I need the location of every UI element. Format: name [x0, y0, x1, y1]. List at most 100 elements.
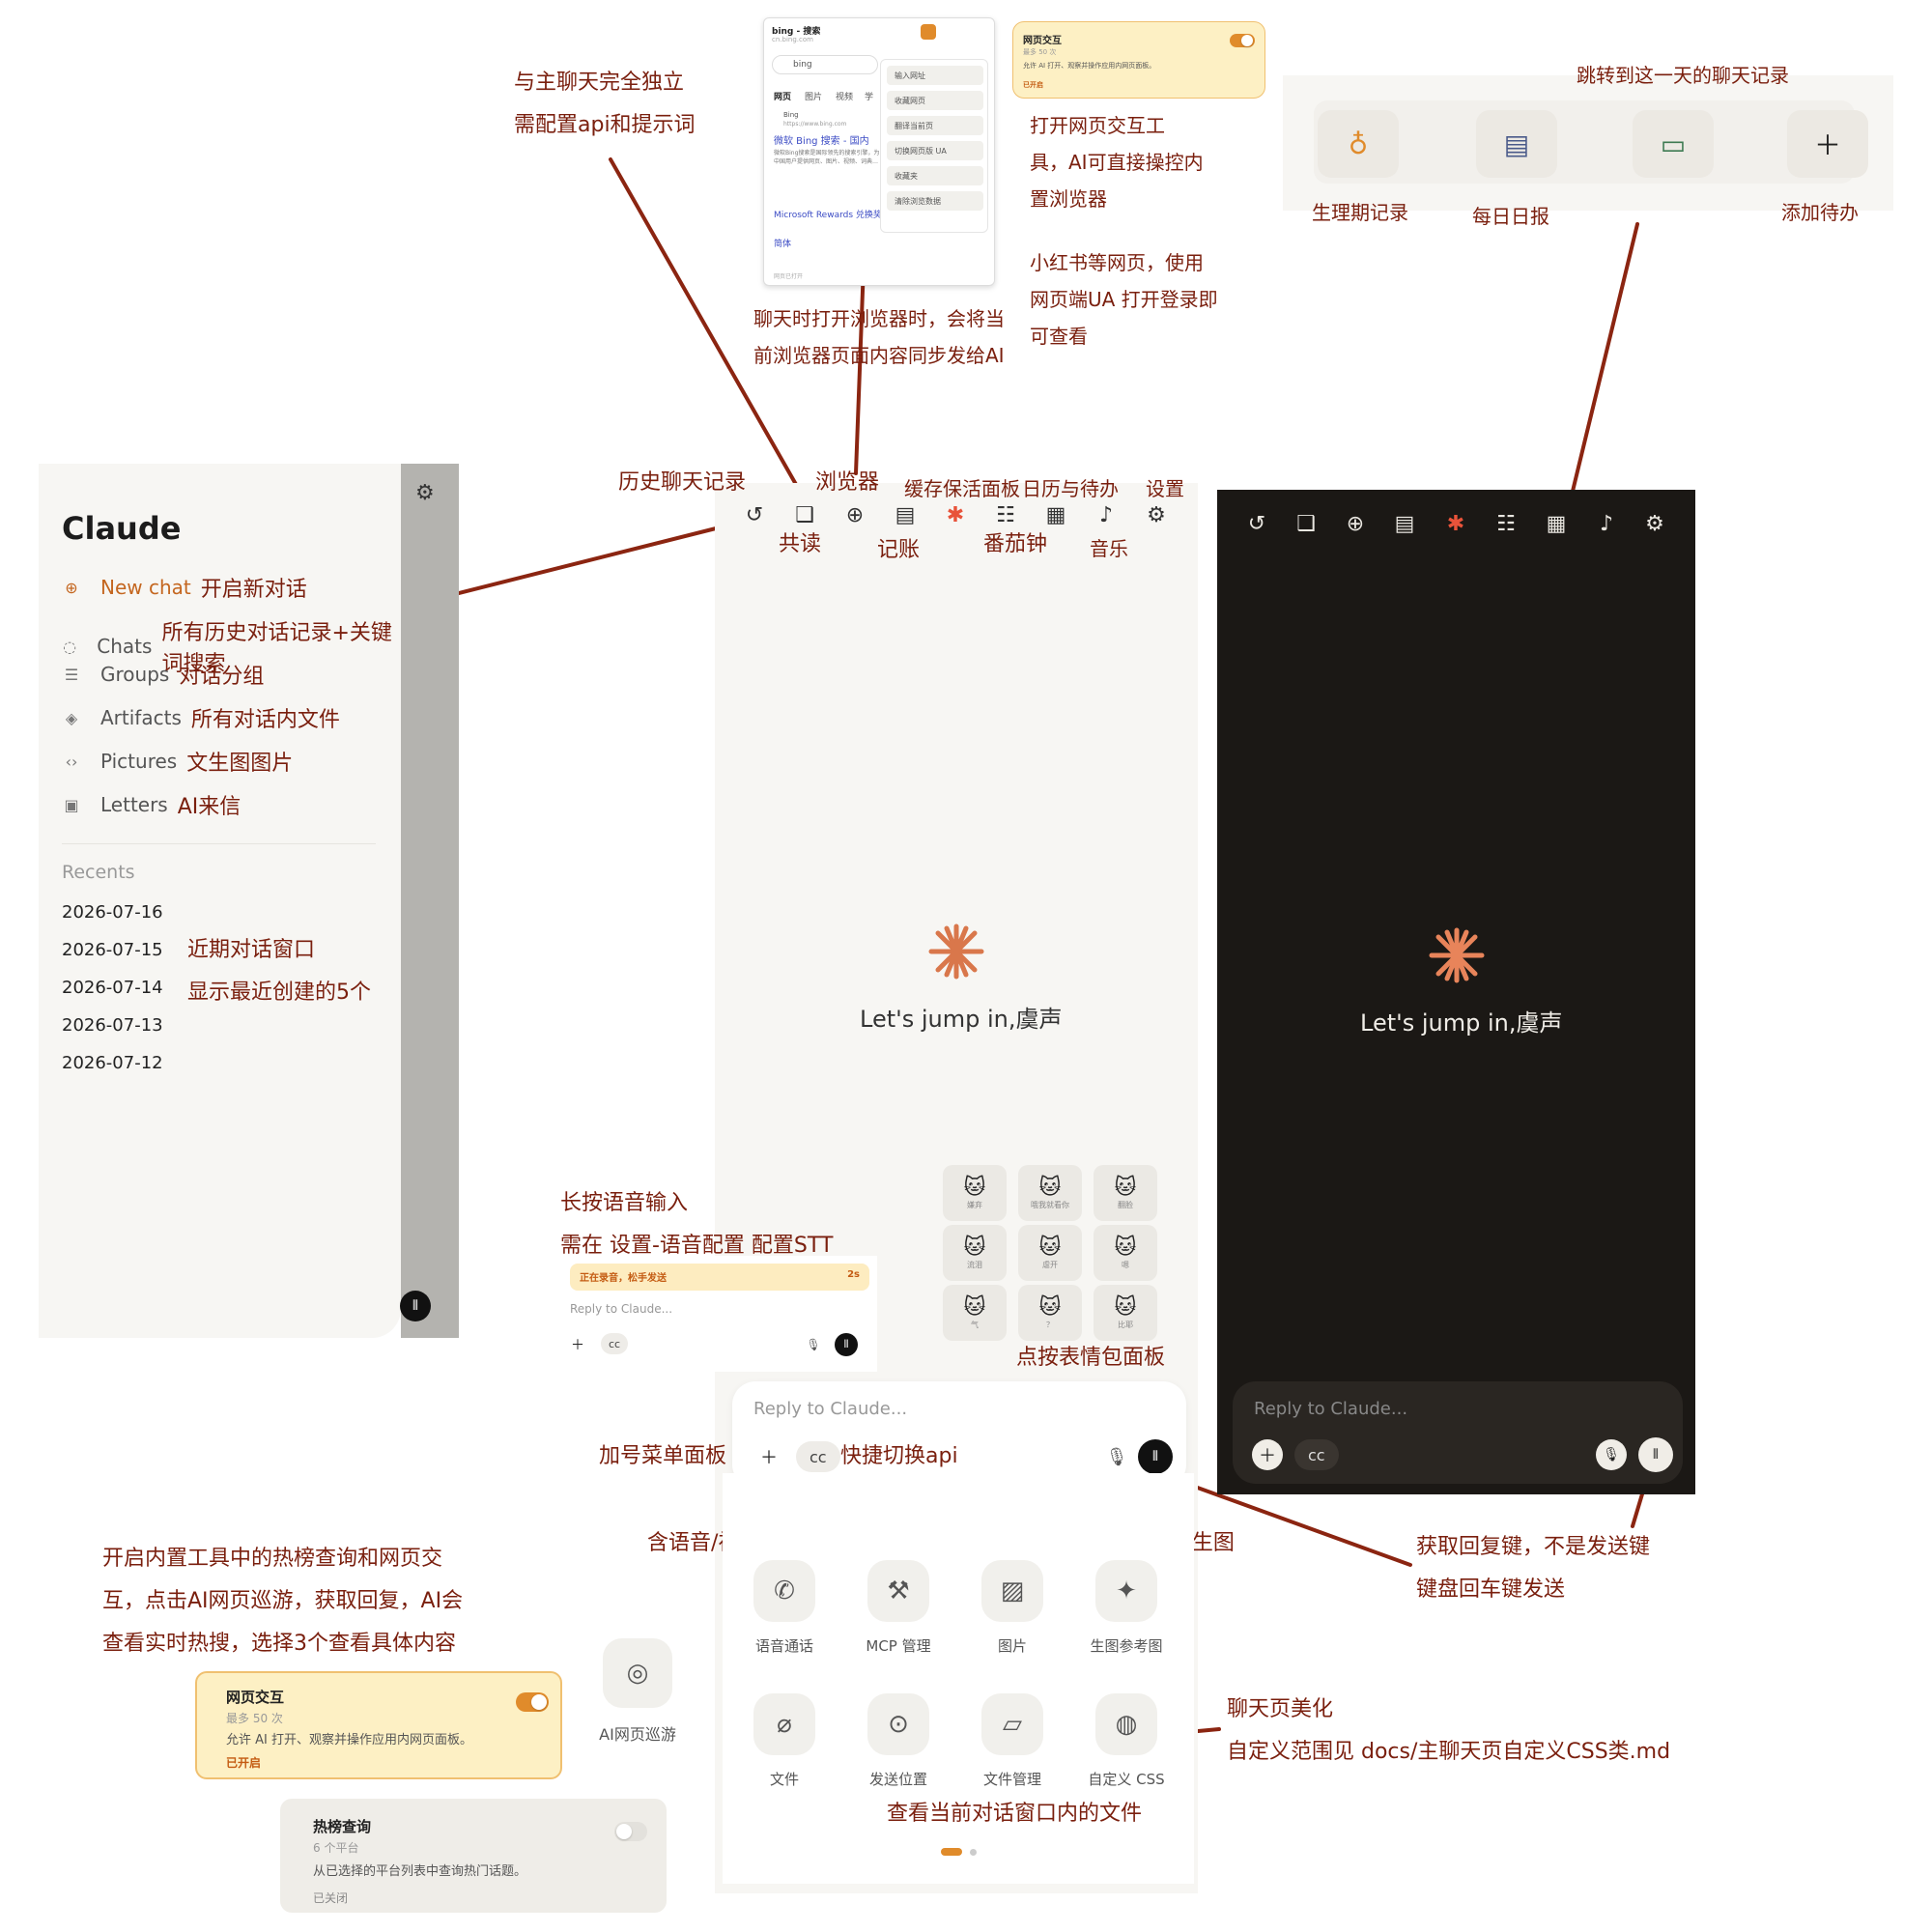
web-toggle-small[interactable] [1230, 34, 1255, 47]
voice-reply-button[interactable]: ⦀ [835, 1333, 858, 1356]
sticker[interactable]: 🐱哦我就看你 [1018, 1165, 1082, 1221]
daily-report-shortcut[interactable]: ▤ [1476, 110, 1557, 178]
globe-icon[interactable]: ⊕ [845, 502, 865, 527]
browser-menu-item[interactable]: 输入网址 [887, 66, 983, 85]
ann-voice-1: 长按语音输入 [560, 1191, 689, 1215]
calendar-icon[interactable]: ▦ [1546, 511, 1567, 536]
sidebar-item-letters[interactable]: ▣ Letters AI来信 [62, 789, 241, 820]
hot-list-toggle[interactable] [614, 1822, 647, 1841]
browser-lang-link[interactable]: 简体 [774, 240, 792, 249]
mic-icon[interactable]: 🎙 [806, 1338, 821, 1351]
palette-icon[interactable]: ◍ [1095, 1693, 1157, 1755]
sidebar-item-groups[interactable]: ☰ Groups 对话分组 [62, 659, 265, 690]
settings-gear-icon[interactable]: ⚙ [1645, 511, 1664, 536]
ai-tour-button[interactable]: ◎ [603, 1638, 672, 1708]
crab-icon[interactable]: ✱ [1446, 511, 1465, 536]
sidebar-item-pictures[interactable]: ‹› Pictures 文生图图片 [62, 746, 294, 777]
recent-item[interactable]: 2026-07-16 [62, 902, 163, 923]
ann-cache: 缓存保活面板 [904, 477, 1020, 500]
page-dot-active[interactable] [941, 1848, 962, 1856]
dark-composer-placeholder[interactable]: Reply to Claude... [1254, 1399, 1408, 1419]
greeting-text: Let's jump in,虞声 [860, 1006, 1063, 1033]
history-icon[interactable]: ↺ [1247, 511, 1266, 536]
sticker[interactable]: 🐱？ [1018, 1285, 1082, 1341]
ann-browser-sync-2: 前浏览器页面内容同步发给AI [753, 344, 1005, 367]
crab-icon[interactable]: ✱ [946, 502, 965, 527]
voice-plus-button[interactable]: ＋ [571, 1338, 584, 1353]
browser-rewards-link[interactable]: Microsoft Rewards 兑换奖励 [774, 211, 891, 220]
dark-reply-button[interactable]: ⦀ [1638, 1437, 1673, 1472]
folder-icon[interactable]: ▱ [981, 1693, 1043, 1755]
book-icon[interactable]: ❑ [1296, 511, 1316, 536]
browser-tab-images[interactable]: 图片 [805, 93, 823, 102]
browser-more-button[interactable] [921, 24, 936, 40]
sidebar-item-new-chat[interactable]: ⊕ New chat 开启新对话 [62, 572, 306, 603]
image-icon[interactable]: ▨ [981, 1560, 1043, 1622]
chat-record-shortcut[interactable]: ▭ [1633, 110, 1714, 178]
calendar-icon[interactable]: ▦ [1045, 502, 1066, 527]
browser-menu-item[interactable]: 清除浏览数据 [887, 191, 983, 211]
sticker[interactable]: 🐱翻脸 [1094, 1165, 1157, 1221]
mic-icon[interactable]: 🎙 [1596, 1439, 1627, 1470]
mic-icon[interactable]: 🎙 [1105, 1446, 1128, 1467]
ledger-icon[interactable]: ▤ [895, 502, 916, 527]
composer-placeholder[interactable]: Reply to Claude... [753, 1399, 908, 1419]
ann-ai-tour-2: 互，点击AI网页巡游，获取回复，AI会 [102, 1589, 464, 1613]
sidebar-item-artifacts[interactable]: ◈ Artifacts 所有对话内文件 [62, 702, 340, 733]
dark-plus-button[interactable]: ＋ [1252, 1439, 1283, 1470]
phone-icon[interactable]: ✆ [753, 1560, 815, 1622]
browser-menu-item[interactable]: 收藏夹 [887, 166, 983, 185]
sticker[interactable]: 🐱比耶 [1094, 1285, 1157, 1341]
chat-dark: ↺ ❑ ⊕ ▤ ✱ ☷ ▦ ♪ ⚙ Let's jump in,虞声 Reply… [1217, 490, 1695, 1494]
dark-cc-button[interactable]: cc [1294, 1439, 1339, 1470]
sticker[interactable]: 🐱流泪 [943, 1225, 1007, 1281]
browser-result-title[interactable]: 微软 Bing 搜索 - 国内 [774, 136, 869, 147]
settings-gear-icon[interactable]: ⚙ [1147, 502, 1166, 527]
sticker[interactable]: 🐱嗯 [1094, 1225, 1157, 1281]
music-note-icon[interactable]: ♪ [1098, 502, 1114, 527]
globe-icon[interactable]: ⊕ [1346, 511, 1365, 536]
book-icon[interactable]: ❑ [795, 502, 814, 527]
sticker[interactable]: 🐱虐开 [1018, 1225, 1082, 1281]
sidebar-settings-gear-icon[interactable]: ⚙ [415, 481, 435, 505]
reply-button[interactable]: ⦀ [1138, 1439, 1173, 1474]
web-interaction-toggle[interactable] [516, 1692, 549, 1712]
add-todo-shortcut[interactable]: ＋ [1787, 110, 1868, 178]
sticker[interactable]: 🐱嫌弃 [943, 1165, 1007, 1221]
browser-tab-video[interactable]: 视频 [836, 93, 854, 102]
claude-spark-icon [928, 923, 984, 980]
wrench-icon[interactable]: ⚒ [867, 1560, 929, 1622]
sidebar-voice-button[interactable]: ⦀ [400, 1291, 431, 1321]
browser-menu-item[interactable]: 收藏网页 [887, 91, 983, 110]
browser-menu-item[interactable]: 翻译当前页 [887, 116, 983, 135]
history-icon[interactable]: ↺ [745, 502, 764, 527]
voice-cc-button[interactable]: cc [601, 1333, 629, 1354]
recent-item[interactable]: 2026-07-13 [62, 1015, 163, 1036]
sticker-panel: 🐱嫌弃 🐱哦我就看你 🐱翻脸 🐱流泪 🐱虐开 🐱嗯 🐱气 🐱？ 🐱比耶 [937, 1159, 1169, 1348]
recent-item[interactable]: 2026-07-15 [62, 940, 163, 960]
ann-history: 历史聊天记录 [618, 470, 747, 495]
sidebar-item-chats[interactable]: ◌ Chats 所有历史对话记录+关键词搜索 [63, 621, 392, 676]
recent-item[interactable]: 2026-07-12 [62, 1053, 163, 1073]
code-icon: ‹› [65, 752, 78, 771]
plus-button[interactable]: ＋ [760, 1448, 778, 1468]
sticker[interactable]: 🐱气 [943, 1285, 1007, 1341]
page-dot[interactable] [970, 1849, 977, 1856]
period-shortcut[interactable]: ♁ [1318, 110, 1399, 178]
voice-composer-placeholder[interactable]: Reply to Claude... [570, 1302, 673, 1316]
paperclip-icon[interactable]: ⌀ [753, 1693, 815, 1755]
music-note-icon[interactable]: ♪ [1599, 511, 1614, 536]
ledger-icon[interactable]: ▤ [1394, 511, 1415, 536]
cc-button[interactable]: cc [796, 1441, 840, 1472]
shortcut-label-period: 生理期记录 [1312, 201, 1408, 224]
browser-tab-academic[interactable]: 学 [865, 93, 874, 102]
checklist-icon[interactable]: ☷ [1496, 511, 1516, 536]
checklist-icon[interactable]: ☷ [996, 502, 1015, 527]
location-pin-icon[interactable]: ⊙ [867, 1693, 929, 1755]
recent-item[interactable]: 2026-07-14 [62, 978, 163, 998]
browser-menu-item[interactable]: 切换网页版 UA [887, 141, 983, 160]
sparkle-icon[interactable]: ✦ [1095, 1560, 1157, 1622]
ann-reply-key-1: 获取回复键，不是发送键 [1416, 1535, 1651, 1559]
browser-tab-web[interactable]: 网页 [774, 93, 792, 102]
message-icon: ▭ [1660, 128, 1687, 160]
